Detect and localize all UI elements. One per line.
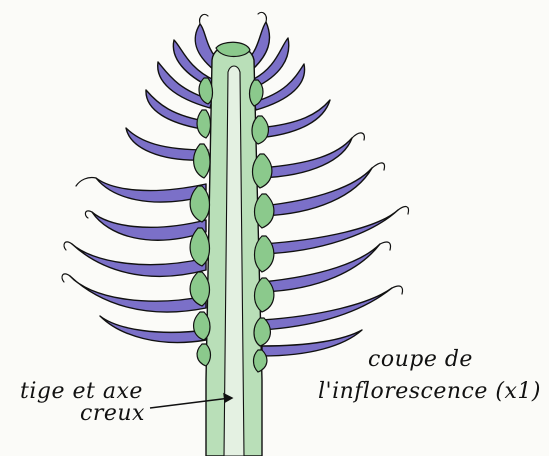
flower-left-9 <box>70 276 206 312</box>
label-coupe-de: coupe de <box>368 347 473 372</box>
flower-right-5 <box>260 138 352 178</box>
label-creux: creux <box>80 401 145 426</box>
flower-right-10 <box>262 330 362 356</box>
label-inflorescence: l'inflorescence (x1) <box>318 379 541 404</box>
flower-left-7 <box>92 212 206 240</box>
flower-left-8 <box>72 244 206 276</box>
central-stem <box>206 45 262 456</box>
flower-right-9 <box>262 288 392 330</box>
flower-left-6 <box>96 178 206 202</box>
flower-left-10 <box>100 316 206 343</box>
